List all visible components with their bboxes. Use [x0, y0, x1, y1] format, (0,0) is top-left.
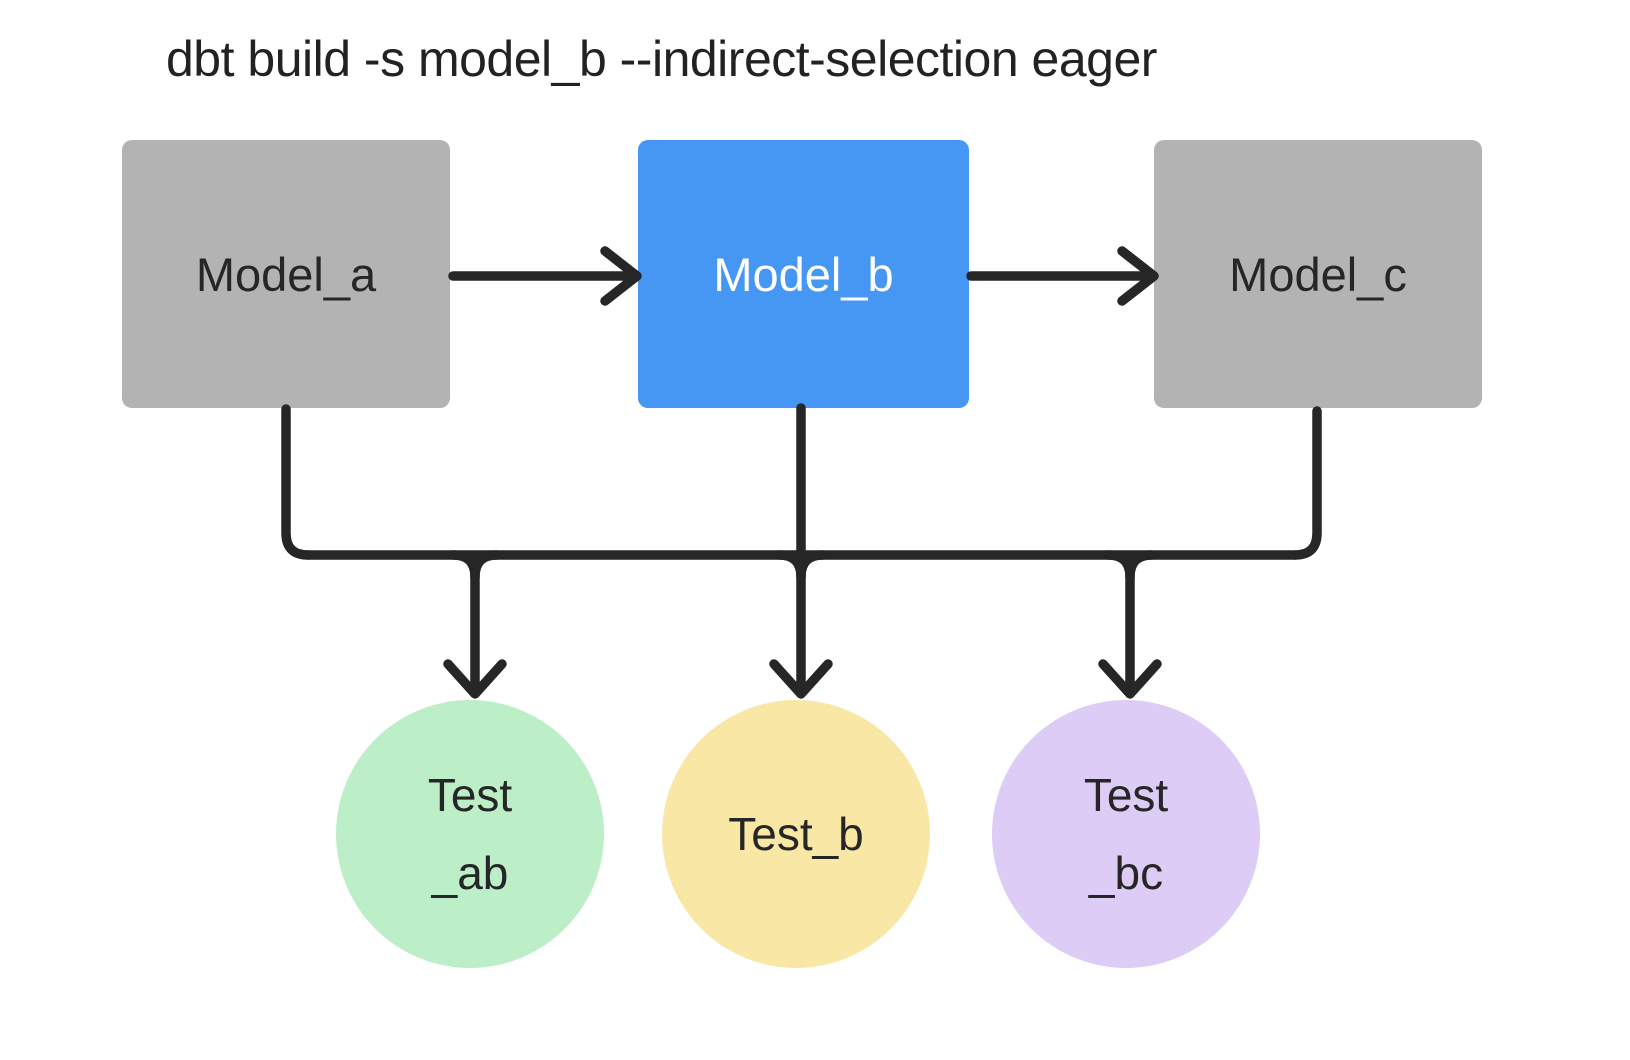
node-model-c-label: Model_c [1229, 247, 1407, 301]
node-model-a-label: Model_a [195, 247, 377, 301]
merge-fillet-left [448, 550, 480, 582]
drop-from-model-c [1290, 406, 1322, 560]
node-model-b-label: Model_b [713, 247, 894, 301]
arrowhead-down-icon [443, 659, 507, 699]
edge-model-b-to-model-c [966, 246, 1159, 306]
node-model-a: Model_a [122, 140, 450, 408]
node-test-ab: Test _ab [336, 700, 604, 968]
edge-bus-to-test-bc [1098, 550, 1162, 699]
node-test-bc-label-line1: Test [1083, 769, 1169, 821]
arrowhead-right-icon [600, 246, 642, 306]
node-test-bc-label-line2: _bc [1088, 847, 1164, 899]
node-test-ab-label-line1: Test [427, 769, 513, 821]
merge-fillet-left [774, 550, 806, 582]
merge-fillet-right [1125, 550, 1157, 582]
node-test-b: Test_b [662, 700, 930, 968]
node-model-c: Model_c [1154, 140, 1482, 408]
arrowhead-right-icon [1117, 246, 1159, 306]
merge-fillet-right [470, 550, 502, 582]
edge-model-a-to-model-b [448, 246, 642, 306]
node-model-b: Model_b [638, 140, 969, 408]
node-test-bc: Test _bc [992, 700, 1260, 968]
arrowhead-down-icon [1098, 659, 1162, 699]
edge-model-b-to-test-b [769, 403, 833, 699]
edge-bus [281, 404, 1322, 560]
diagram-title: dbt build -s model_b --indirect-selectio… [166, 31, 1157, 87]
edge-bus-to-test-ab [443, 550, 507, 699]
arrowhead-down-icon [769, 659, 833, 699]
node-test-ab-label-line2: _ab [431, 847, 509, 899]
merge-fillet-left [1103, 550, 1135, 582]
drop-from-model-a [281, 404, 313, 560]
merge-fillet-right [796, 550, 828, 582]
node-test-b-label-line1: Test_b [728, 808, 864, 860]
